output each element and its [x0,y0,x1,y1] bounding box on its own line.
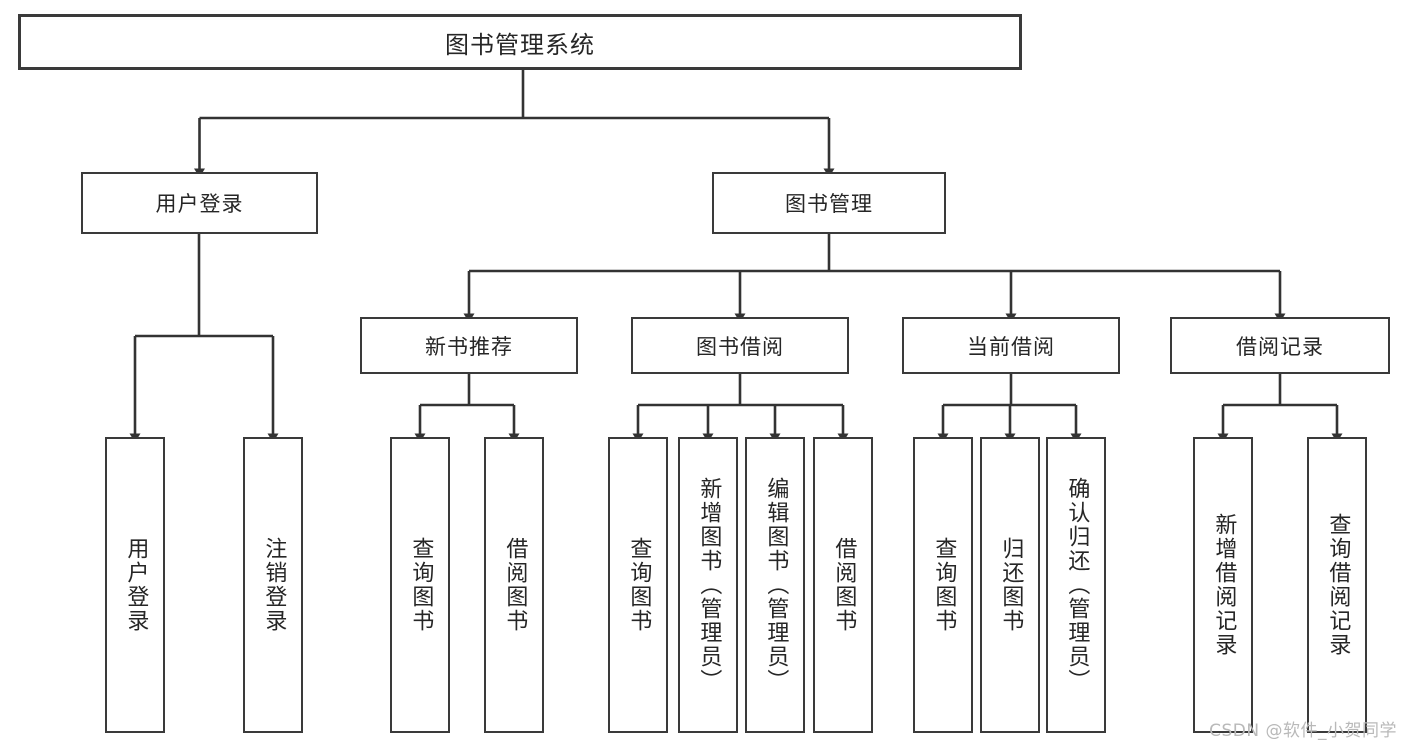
node-label: 图书管理系统 [445,30,595,59]
node-leaf-query-record[interactable]: 查询借阅记录 [1307,437,1367,733]
node-label: 用户登录 [155,192,244,216]
node-label: 查询图书 [626,537,652,633]
node-label: 查询借阅记录 [1325,513,1351,657]
node-label: 查询图书 [408,537,434,633]
node-leaf-borrow-book-1[interactable]: 借阅图书 [484,437,544,733]
node-leaf-logout[interactable]: 注销登录 [243,437,303,733]
node-label: 编辑图书（管理员） [763,477,789,693]
node-label: 新增借阅记录 [1211,513,1237,657]
node-leaf-query-book-1[interactable]: 查询图书 [390,437,450,733]
node-book-borrow[interactable]: 图书借阅 [631,317,849,374]
node-label: 图书借阅 [696,334,784,359]
node-leaf-borrow-book-2[interactable]: 借阅图书 [813,437,873,733]
node-root[interactable]: 图书管理系统 [18,14,1022,70]
watermark-credit: CSDN @软件_小贺同学 [1209,721,1397,741]
node-label: 借阅图书 [502,537,528,633]
node-label: 归还图书 [998,537,1024,633]
node-leaf-user-login[interactable]: 用户登录 [105,437,165,733]
node-label: 图书管理 [785,192,873,216]
node-label: 借阅记录 [1236,334,1324,359]
node-label: 确认归还（管理员） [1064,477,1090,693]
node-leaf-query-book-3[interactable]: 查询图书 [913,437,973,733]
node-user-login[interactable]: 用户登录 [81,172,318,234]
node-leaf-add-book[interactable]: 新增图书（管理员） [678,437,738,733]
node-current-borrow[interactable]: 当前借阅 [902,317,1120,374]
node-leaf-query-book-2[interactable]: 查询图书 [608,437,668,733]
node-leaf-confirm-return[interactable]: 确认归还（管理员） [1046,437,1106,733]
node-label: 新书推荐 [425,334,513,359]
node-label: 当前借阅 [967,334,1055,359]
node-label: 用户登录 [123,537,149,633]
node-new-book-rec[interactable]: 新书推荐 [360,317,578,374]
node-leaf-edit-book[interactable]: 编辑图书（管理员） [745,437,805,733]
node-borrow-record[interactable]: 借阅记录 [1170,317,1390,374]
node-leaf-add-record[interactable]: 新增借阅记录 [1193,437,1253,733]
node-label: 查询图书 [931,537,957,633]
node-label: 注销登录 [261,537,287,633]
node-book-manage[interactable]: 图书管理 [712,172,946,234]
connector-lines [129,70,1343,443]
node-label: 新增图书（管理员） [696,477,722,693]
node-label: 借阅图书 [831,537,857,633]
node-leaf-return-book[interactable]: 归还图书 [980,437,1040,733]
